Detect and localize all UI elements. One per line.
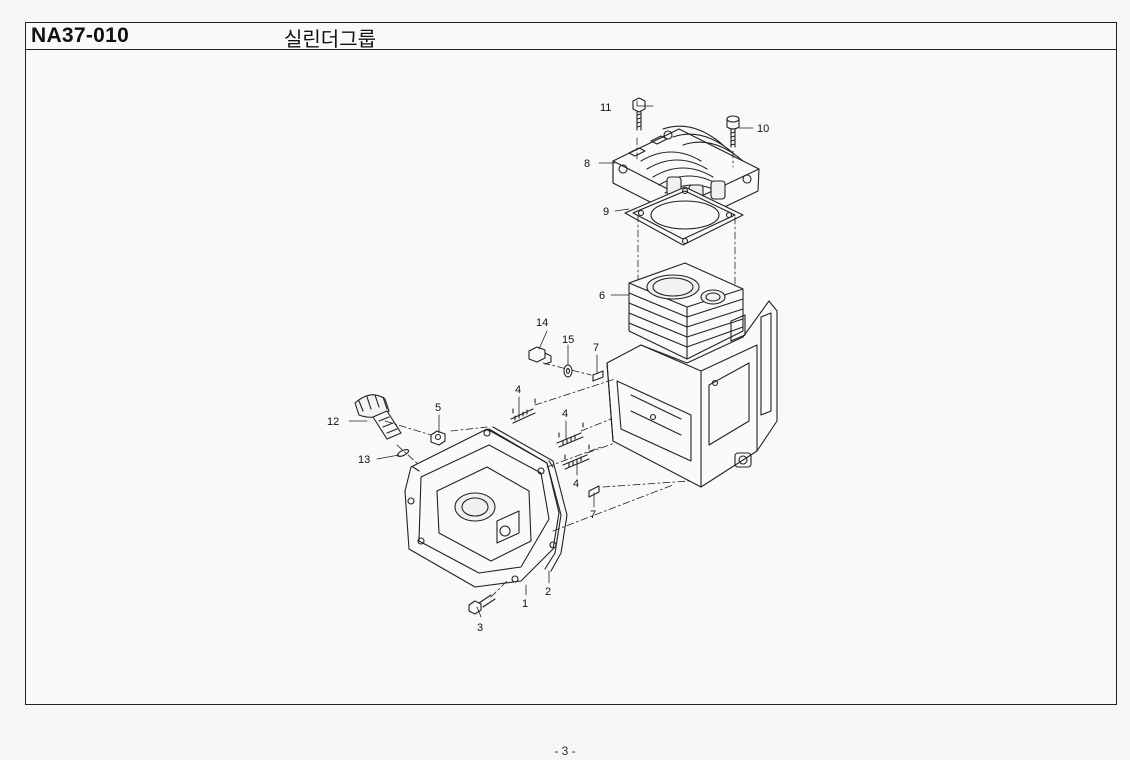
callout-6: 6 [599, 290, 605, 302]
callout-10: 10 [757, 123, 769, 135]
callout-9: 9 [603, 206, 609, 218]
callout-4-upper: 4 [515, 384, 521, 396]
stud-4-lower-drawing [562, 444, 590, 470]
exploded-view-drawing: 11 10 8 9 6 14 15 7 4 5 4 12 13 4 7 2 1 … [327, 97, 778, 634]
oil-filler-cap-12-drawing [354, 394, 402, 440]
cylinder-block-drawing [606, 262, 778, 488]
head-gasket-drawing [624, 186, 744, 246]
callout-7-lower: 7 [590, 509, 596, 521]
callout-4-lower: 4 [573, 478, 579, 490]
stud-4-upper-drawing [510, 398, 536, 424]
callout-11: 11 [600, 102, 611, 114]
bolt-11-drawing [632, 97, 646, 131]
callout-4-middle: 4 [562, 408, 568, 420]
callout-1: 1 [522, 598, 528, 610]
callout-7-upper: 7 [593, 342, 599, 354]
callout-14: 14 [536, 317, 548, 329]
callout-3: 3 [477, 622, 483, 634]
stud-4-middle-drawing [556, 422, 584, 448]
callout-5: 5 [435, 402, 441, 414]
callout-13: 13 [358, 454, 370, 466]
cover-gasket-drawing [488, 426, 568, 572]
callout-12: 12 [327, 416, 339, 428]
o-ring-13-drawing [396, 449, 410, 457]
dowel-pin-7-upper-drawing [592, 370, 604, 382]
callout-8: 8 [584, 158, 590, 170]
diagram-sheet: NA37-010 실린더그룹 [25, 22, 1117, 705]
dowel-pin-7-lower-drawing [588, 485, 600, 498]
part-group-code: NA37-010 [31, 24, 130, 47]
washer-15-drawing [563, 364, 573, 378]
part-group-title: 실린더그룹 [284, 27, 376, 51]
header-bar: NA37-010 실린더그룹 [26, 23, 1116, 51]
bolt-10-drawing [726, 115, 740, 148]
nut-5-drawing [430, 430, 446, 446]
callout-15: 15 [562, 334, 574, 346]
callout-2: 2 [545, 586, 551, 598]
page-number: - 3 - [554, 744, 576, 758]
drain-plug-14-drawing [528, 346, 552, 365]
bolt-3-drawing [468, 594, 496, 615]
crankcase-cover-drawing [404, 428, 560, 588]
